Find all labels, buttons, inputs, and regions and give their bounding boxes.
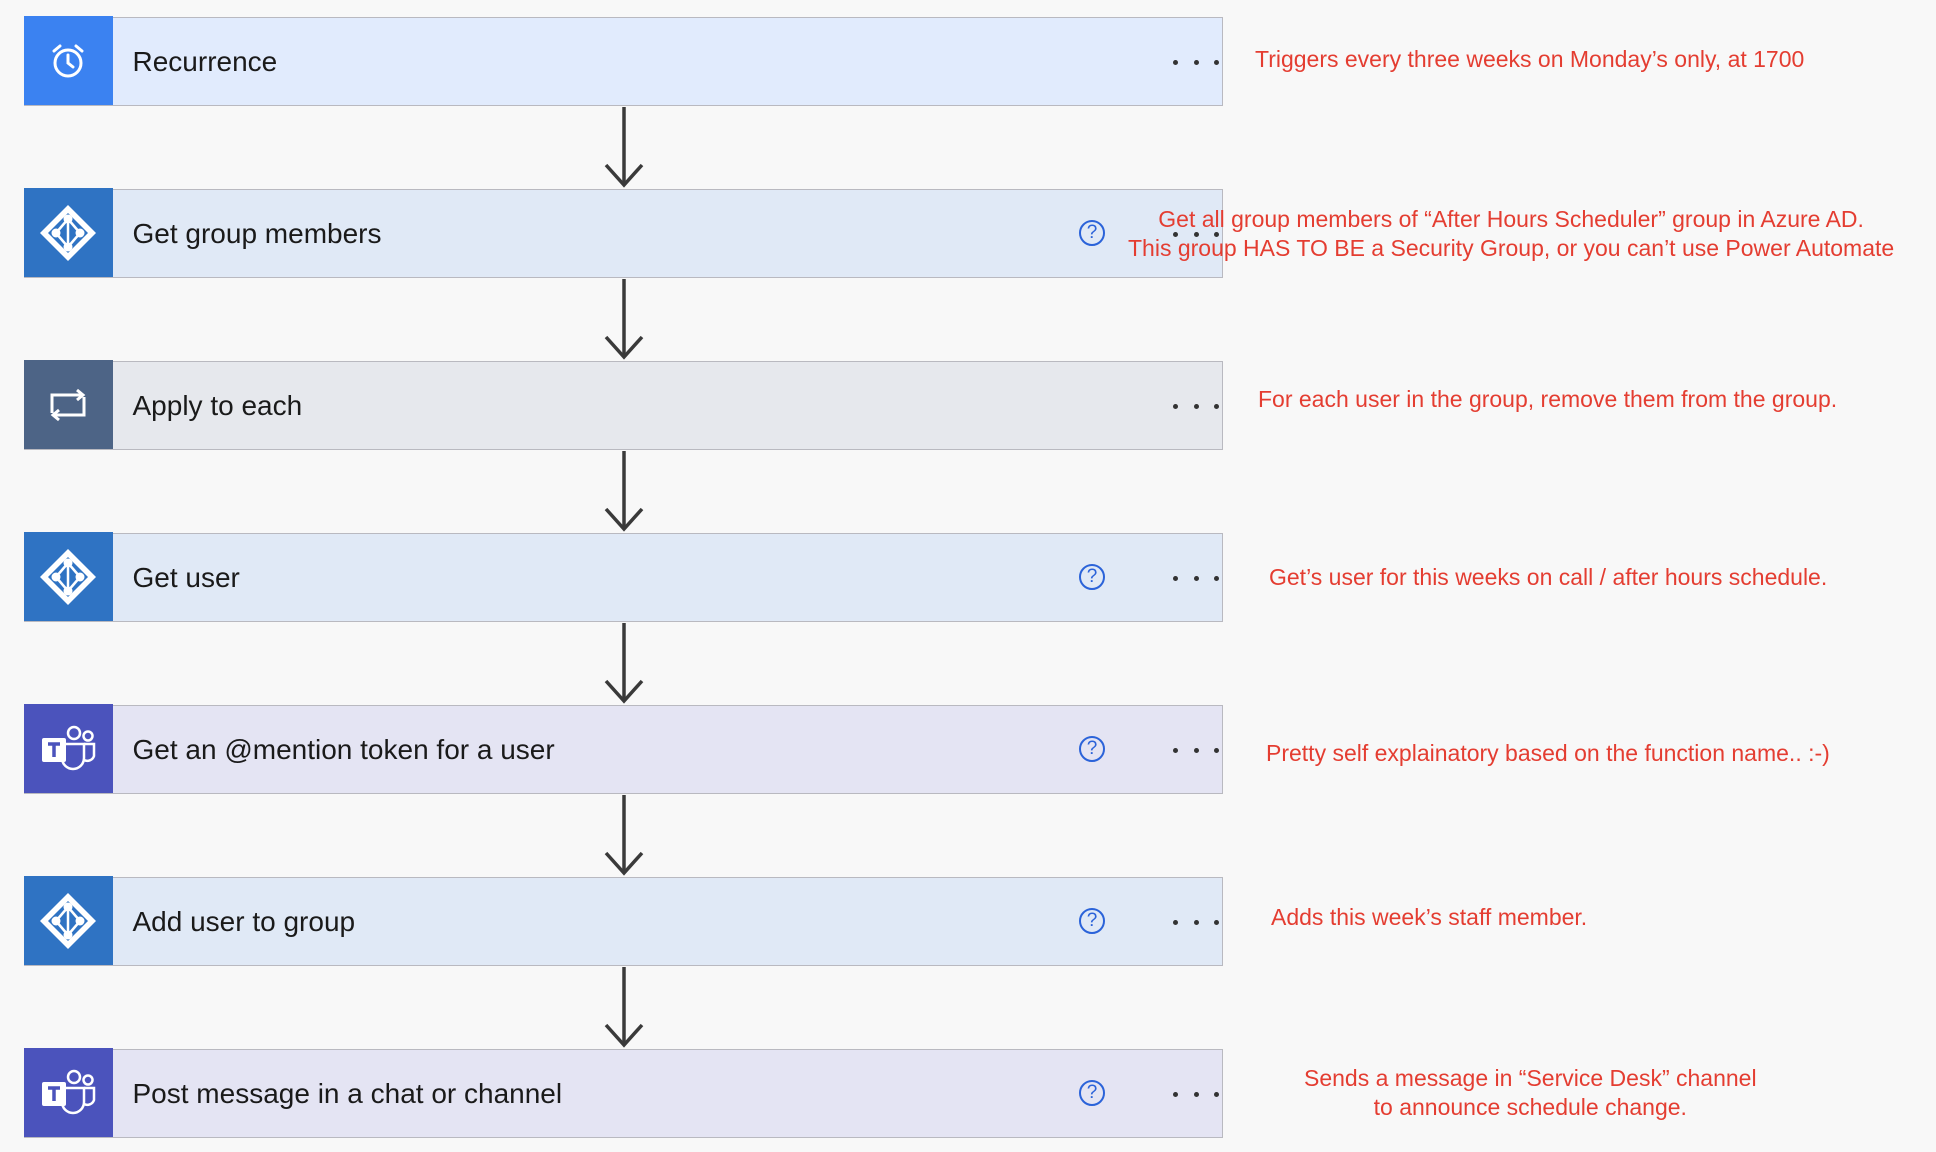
annotation-mention-token: Pretty self explainatory based on the fu… — [1266, 739, 1830, 768]
help-icon[interactable]: ? — [1079, 564, 1105, 590]
more-options-button[interactable] — [1173, 740, 1219, 760]
annotation-line: Adds this week’s staff member. — [1271, 904, 1588, 930]
flow-step-get-mention-token[interactable]: Get an @mention token for a user ? — [23, 704, 1223, 794]
step-title: Recurrence — [132, 45, 278, 77]
connector-arrow-icon — [604, 451, 644, 532]
connector-arrow-icon — [604, 967, 644, 1048]
annotation-get-group-members: Get all group members of “After Hours Sc… — [1128, 205, 1894, 263]
annotation-get-user: Get’s user for this weeks on call / afte… — [1269, 563, 1827, 592]
more-options-button[interactable] — [1173, 1084, 1219, 1104]
azure-ad-icon — [23, 532, 113, 622]
more-options-button[interactable] — [1173, 224, 1219, 244]
teams-icon — [23, 1048, 113, 1138]
annotation-post-message: Sends a message in “Service Desk” channe… — [1304, 1064, 1757, 1122]
teams-icon — [23, 704, 113, 794]
connector-arrow-icon — [604, 279, 644, 360]
connector-arrow-icon — [604, 623, 644, 704]
step-title: Get user — [132, 561, 240, 593]
loop-icon — [23, 360, 113, 450]
annotation-recurrence: Triggers every three weeks on Monday’s o… — [1255, 45, 1804, 74]
more-options-button[interactable] — [1173, 568, 1219, 588]
annotation-line: For each user in the group, remove them … — [1258, 386, 1838, 412]
help-icon[interactable]: ? — [1079, 220, 1105, 246]
azure-ad-icon — [23, 188, 113, 278]
flow-step-add-user-to-group[interactable]: Add user to group ? — [23, 876, 1223, 966]
step-title: Get an @mention token for a user — [132, 733, 555, 765]
annotation-line: Sends a message in “Service Desk” channe… — [1304, 1065, 1757, 1091]
connector-arrow-icon — [604, 795, 644, 876]
more-options-button[interactable] — [1173, 912, 1219, 932]
annotation-line: Triggers every three weeks on Monday’s o… — [1255, 46, 1805, 72]
step-title: Apply to each — [132, 389, 303, 421]
more-options-button[interactable] — [1173, 396, 1219, 416]
connector-arrow-icon — [604, 107, 644, 188]
flow-step-get-group-members[interactable]: Get group members ? — [23, 188, 1223, 278]
annotation-line: Get all group members of “After Hours Sc… — [1158, 206, 1864, 232]
step-title: Get group members — [132, 217, 382, 249]
azure-ad-icon — [23, 876, 113, 966]
step-title: Post message in a chat or channel — [132, 1077, 563, 1109]
annotation-apply-to-each: For each user in the group, remove them … — [1258, 385, 1837, 414]
flow-step-recurrence[interactable]: Recurrence — [23, 16, 1223, 106]
more-options-button[interactable] — [1173, 52, 1219, 72]
help-icon[interactable]: ? — [1079, 736, 1105, 762]
help-icon[interactable]: ? — [1079, 1080, 1105, 1106]
annotation-line: Get’s user for this weeks on call / afte… — [1269, 564, 1828, 590]
annotation-line: This group HAS TO BE a Security Group, o… — [1128, 235, 1895, 261]
step-title: Add user to group — [132, 905, 356, 937]
help-icon[interactable]: ? — [1079, 908, 1105, 934]
annotation-add-user: Adds this week’s staff member. — [1271, 903, 1587, 932]
alarm-clock-icon — [23, 16, 113, 106]
annotation-line: Pretty self explainatory based on the fu… — [1266, 740, 1830, 766]
flow-step-get-user[interactable]: Get user ? — [23, 532, 1223, 622]
flow-step-post-message[interactable]: Post message in a chat or channel ? — [23, 1048, 1223, 1138]
annotation-line: to announce schedule change. — [1373, 1094, 1687, 1120]
flow-step-apply-to-each[interactable]: Apply to each — [23, 360, 1223, 450]
